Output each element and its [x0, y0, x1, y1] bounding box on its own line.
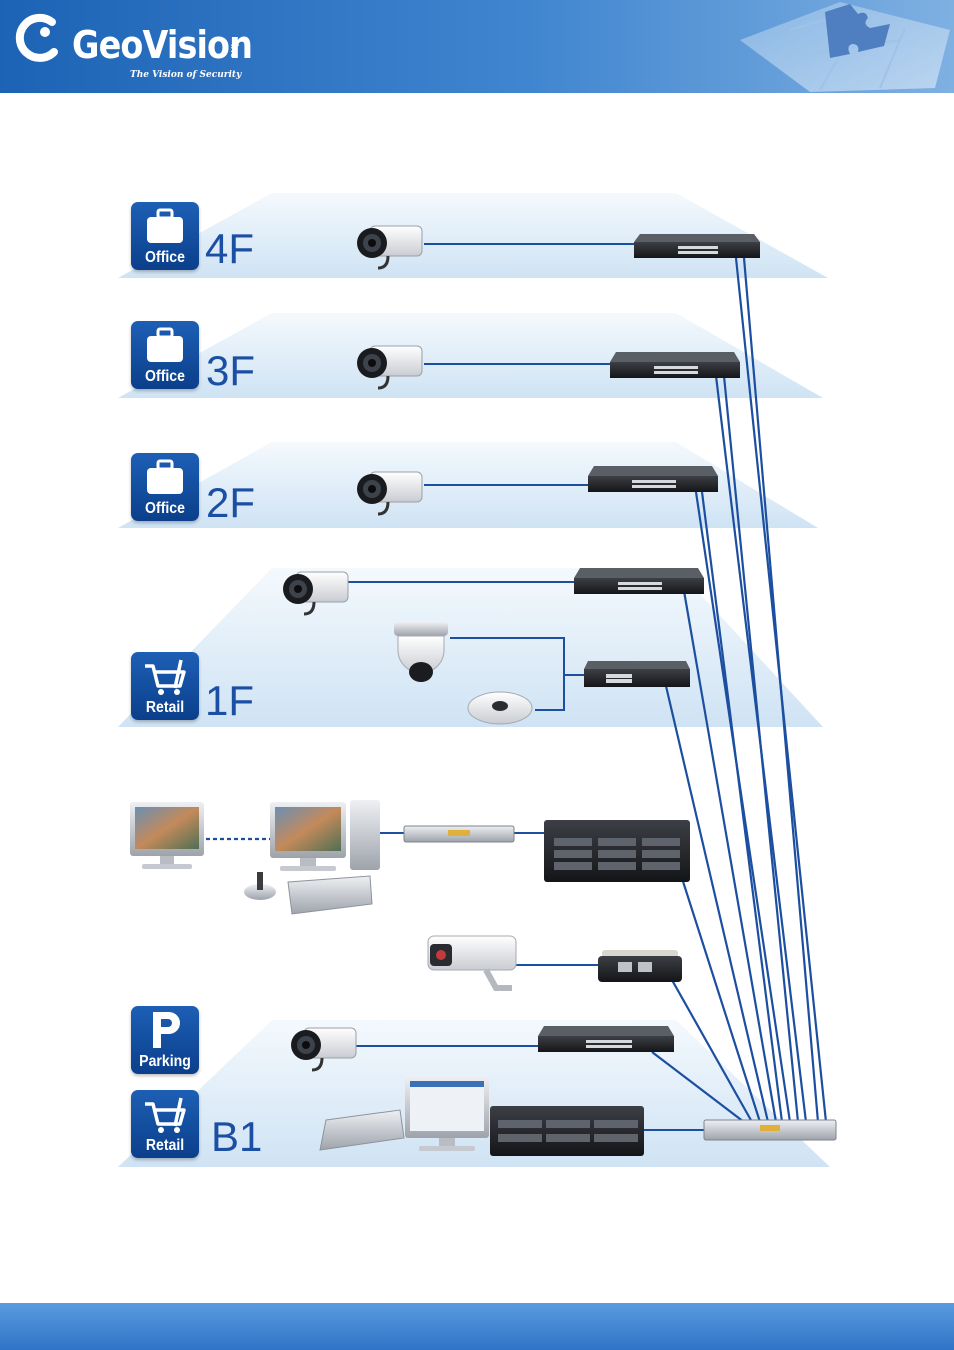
main-monitor-icon [270, 800, 380, 871]
floor-label-1f: 1F [205, 677, 255, 724]
badge-label: Office [145, 368, 185, 385]
header-banner: GeoVision inc The Vision of Security [0, 0, 954, 93]
network-switch-icon [538, 1026, 674, 1052]
briefcase-icon [147, 208, 183, 243]
briefcase-icon [147, 327, 183, 362]
badge-office-3f: Office [131, 321, 199, 389]
briefcase-icon [147, 459, 183, 494]
floor-label-3f: 3F [206, 347, 256, 394]
poe-injector-icon [598, 950, 682, 982]
floor-label-2f: 2F [206, 479, 256, 526]
control-keyboard-icon [319, 1109, 405, 1151]
network-switch-icon [634, 234, 760, 258]
joystick-keyboard-icon [244, 872, 373, 915]
brand-name: GeoVision [72, 23, 253, 67]
box-camera-icon [283, 571, 349, 616]
core-switch-icon [703, 1119, 837, 1141]
floor-label-b1: B1 [211, 1113, 263, 1160]
uplink-cable-4f-b [742, 257, 820, 1123]
nvr-server-icon [403, 825, 515, 843]
box-camera-icon [357, 225, 423, 270]
badge-label: Office [145, 500, 185, 517]
parking-p-icon [153, 1012, 180, 1048]
badge-label: Retail [145, 1137, 185, 1154]
uplink-cable-2f-b [700, 491, 784, 1123]
badge-office-4f: Office [131, 202, 199, 270]
poe-switch-icon [584, 661, 690, 687]
nvr-storage-icon [490, 1106, 644, 1156]
storage-array-icon [544, 820, 690, 882]
uplink-cable-1f-poe [664, 685, 770, 1123]
puzzle-graphic-icon [740, 2, 950, 92]
badge-label: Retail [145, 699, 185, 716]
uplink-cable-1f [682, 590, 778, 1123]
footer-bar [0, 1303, 954, 1350]
badge-label: Parking [139, 1053, 191, 1070]
uplink-cable-3f-b [722, 375, 800, 1123]
uplink-cable-b1 [651, 1051, 745, 1123]
remote-monitor-icon [130, 802, 204, 869]
workstation-monitor-icon [405, 1076, 489, 1151]
badge-retail-b1: Retail [131, 1090, 199, 1158]
badge-retail-1f: Retail [131, 652, 199, 720]
network-switch-icon [610, 352, 740, 378]
badge-office-2f: Office [131, 453, 199, 521]
floor-plane-1f [118, 568, 823, 727]
speed-dome-camera-icon [394, 622, 448, 682]
badge-label: Office [145, 249, 185, 266]
shopping-cart-icon [145, 1097, 186, 1133]
bullet-camera-icon [427, 935, 517, 991]
fisheye-camera-icon [467, 691, 533, 725]
box-camera-icon [357, 471, 423, 516]
box-camera-icon [357, 345, 423, 390]
brand-tagline: The Vision of Security [130, 70, 242, 80]
uplink-cable-storage [678, 871, 762, 1123]
network-switch-icon [588, 466, 718, 492]
network-switch-icon [574, 568, 704, 594]
badge-parking-b1: Parking [131, 1006, 199, 1074]
uplink-cable-injector [671, 979, 753, 1123]
geovision-logo-icon [15, 13, 58, 62]
box-camera-icon [291, 1027, 357, 1072]
floor-label-4f: 4F [205, 225, 255, 272]
shopping-cart-icon [145, 659, 186, 695]
